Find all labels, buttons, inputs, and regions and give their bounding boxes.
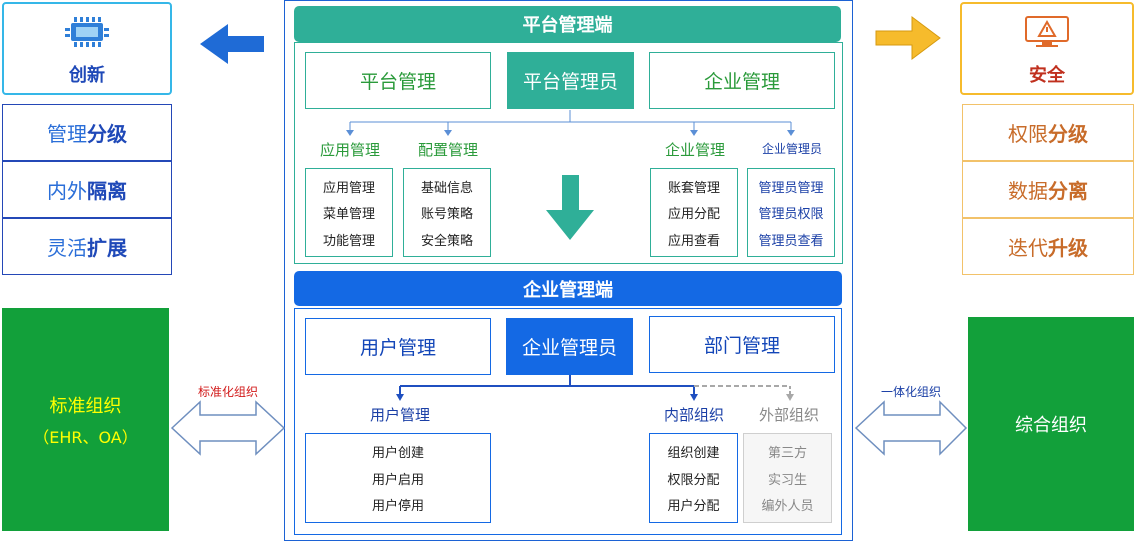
- right-arrow-icon: [875, 16, 941, 60]
- feature-text-bold: 分级: [1048, 122, 1088, 146]
- external-org-label: 外部组织: [758, 405, 819, 424]
- platform-admin-box: 平台管理员: [507, 52, 634, 109]
- platform-management-box: 平台管理: [305, 52, 491, 109]
- list-item: 用户创建: [371, 445, 424, 461]
- list-item: 第三方: [767, 445, 807, 461]
- list-item: 编外人员: [761, 499, 814, 515]
- list-item: 实习生: [767, 472, 807, 488]
- list-item: 安全策略: [420, 233, 473, 249]
- feature-text: 数据: [1008, 179, 1048, 203]
- enterprise-header: 企业管理端: [294, 271, 842, 306]
- architecture-frame: [284, 0, 853, 541]
- list-item: 应用管理: [322, 180, 375, 196]
- list-item: 组织创建: [667, 445, 720, 461]
- feature-text-bold: 扩展: [87, 236, 127, 260]
- external-org-list: 第三方 实习生 编外人员: [743, 433, 832, 523]
- app-management-label: 应用管理: [319, 140, 380, 159]
- list-item: 用户停用: [371, 499, 424, 515]
- enterprise-admin-label: 企业管理员: [761, 141, 822, 156]
- feature-tiered-permissions: 权限分级: [962, 104, 1134, 161]
- feature-text: 内外: [47, 179, 87, 203]
- internal-org-label: 内部组织: [663, 405, 724, 424]
- enterprise-section: [294, 308, 842, 535]
- feature-flexible-extension: 灵活扩展: [2, 218, 172, 275]
- innovation-label: 创新: [69, 65, 105, 86]
- list-item: 基础信息: [420, 180, 473, 196]
- feature-text: 权限: [1008, 122, 1048, 146]
- list-item: 管理员查看: [758, 233, 824, 249]
- left-arrow-icon: [200, 24, 264, 64]
- enterprise-management-list: 账套管理 应用分配 应用查看: [650, 168, 738, 257]
- user-management-list: 用户创建 用户启用 用户停用: [305, 433, 491, 523]
- feature-text: 灵活: [47, 236, 87, 260]
- config-management-label: 配置管理: [417, 140, 478, 159]
- list-item: 用户分配: [667, 499, 720, 515]
- integrated-org-arrow-label: 一体化组织: [880, 384, 941, 399]
- standard-org-subtitle: （EHR、OA）: [33, 427, 138, 447]
- list-item: 用户启用: [371, 472, 424, 488]
- feature-data-separation: 数据分离: [962, 161, 1134, 218]
- list-item: 账号策略: [420, 207, 473, 222]
- enterprise-admin-box: 企业管理员: [506, 318, 633, 375]
- user-management-box: 用户管理: [305, 318, 491, 375]
- feature-text: 管理: [47, 122, 87, 146]
- feature-text: 迭代: [1008, 236, 1048, 260]
- app-management-list: 应用管理 菜单管理 功能管理: [305, 168, 393, 257]
- user-management-label: 用户管理: [369, 405, 430, 424]
- list-item: 功能管理: [322, 233, 375, 249]
- list-item: 应用查看: [667, 233, 720, 249]
- platform-section: [294, 42, 843, 264]
- list-item: 应用分配: [667, 207, 720, 222]
- internal-org-list: 组织创建 权限分配 用户分配: [649, 433, 738, 523]
- platform-header: 平台管理端: [294, 6, 841, 42]
- list-item: 菜单管理: [322, 207, 375, 222]
- security-card: [960, 2, 1134, 95]
- list-item: 管理员权限: [758, 207, 824, 222]
- enterprise-management-box: 企业管理: [649, 52, 835, 109]
- integrated-org-double-arrow-icon: [854, 400, 968, 456]
- feature-isolation: 内外隔离: [2, 161, 172, 218]
- standard-org-double-arrow-icon: [170, 400, 286, 456]
- feature-tiered-management: 管理分级: [2, 104, 172, 161]
- security-label: 安全: [1029, 65, 1065, 86]
- standard-org-block: 标准组织 （EHR、OA）: [2, 308, 169, 531]
- feature-text-bold: 分离: [1048, 179, 1088, 203]
- enterprise-management-label: 企业管理: [664, 140, 725, 159]
- enterprise-admin-list: 管理员管理 管理员权限 管理员查看: [747, 168, 835, 257]
- feature-text-bold: 隔离: [87, 179, 127, 203]
- list-item: 管理员管理: [758, 180, 824, 196]
- integrated-org-block: 综合组织: [968, 317, 1134, 531]
- chip-icon: [63, 14, 111, 50]
- feature-text-bold: 分级: [87, 122, 127, 146]
- standard-org-title: 标准组织: [49, 395, 122, 417]
- list-item: 账套管理: [667, 180, 720, 196]
- feature-iterative-upgrade: 迭代升级: [962, 218, 1134, 275]
- list-item: 权限分配: [667, 472, 720, 488]
- monitor-warning-icon: [1022, 14, 1072, 50]
- standard-org-arrow-label: 标准化组织: [197, 384, 258, 399]
- config-management-list: 基础信息 账号策略 安全策略: [403, 168, 491, 257]
- department-management-box: 部门管理: [649, 316, 835, 373]
- feature-text-bold: 升级: [1048, 236, 1088, 260]
